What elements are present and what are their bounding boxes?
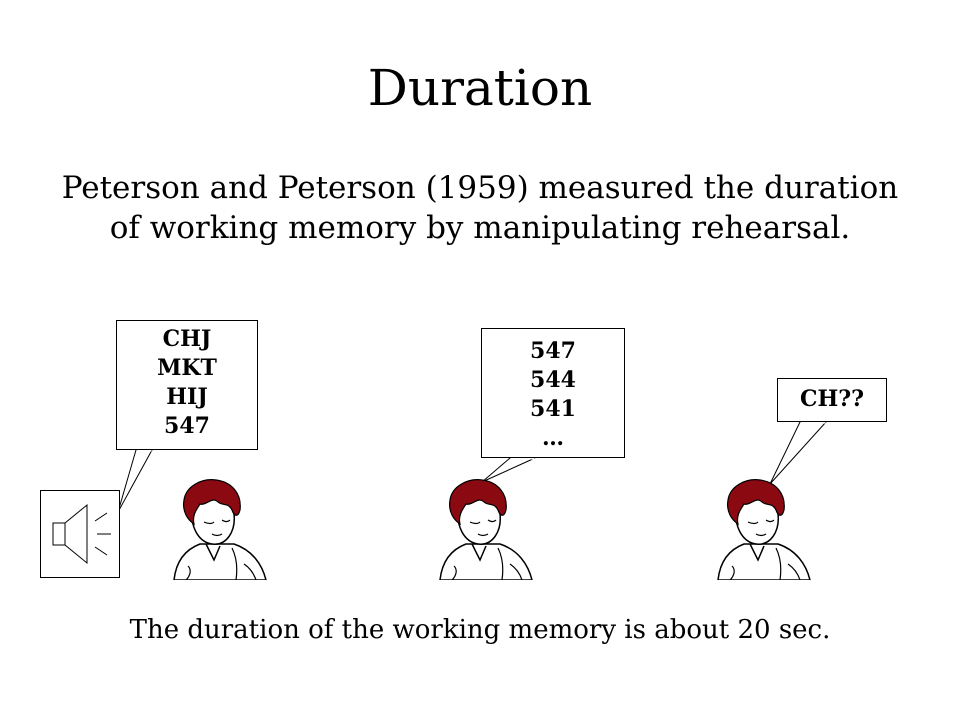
bubble-left-line: MKT bbox=[157, 355, 217, 381]
slide-title: Duration bbox=[367, 59, 593, 117]
speech-bubble-left: CHJ MKT HIJ 547 bbox=[116, 320, 258, 450]
speaker-icon bbox=[52, 503, 111, 565]
bubble-left-line: HIJ bbox=[166, 384, 208, 410]
bubble-middle-line: 541 bbox=[530, 396, 576, 422]
person-figure-icon bbox=[173, 479, 267, 580]
bubble-right-line: CH?? bbox=[799, 386, 865, 412]
slide-body-text: Peterson and Peterson (1959) measured th… bbox=[61, 170, 899, 246]
person-figure-icon bbox=[439, 479, 533, 580]
bubble-middle-line: … bbox=[542, 425, 564, 451]
bubble-middle-line: 547 bbox=[530, 338, 576, 364]
person-figure-icon bbox=[717, 479, 811, 580]
bubble-right-tail bbox=[769, 421, 828, 485]
speech-bubble-right: CH?? bbox=[777, 378, 887, 422]
bubble-left-tail bbox=[117, 449, 153, 513]
bubble-middle-line: 544 bbox=[530, 367, 576, 393]
bubble-left-line: 547 bbox=[164, 413, 210, 439]
bubble-left-line: CHJ bbox=[162, 326, 212, 352]
speech-bubble-middle: 547 544 541 … bbox=[481, 328, 625, 458]
audio-button[interactable] bbox=[40, 490, 120, 578]
slide-footer-text: The duration of the working memory is ab… bbox=[129, 615, 831, 645]
